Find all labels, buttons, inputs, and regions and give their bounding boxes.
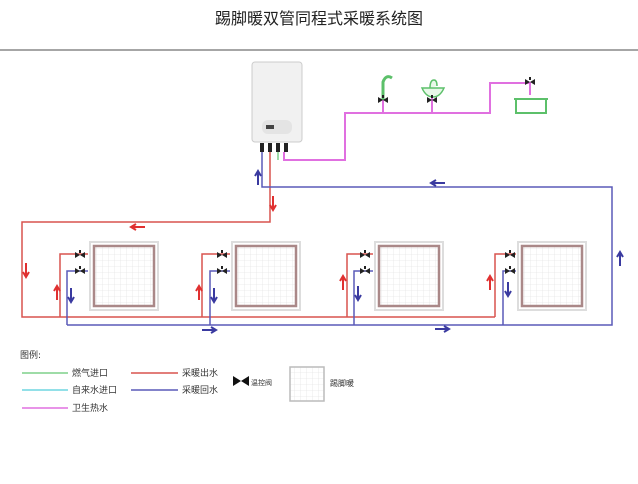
- legend: 图例: 燃气进口 自来水进口 卫生热水 采暖出水 采暖回水 温控阀 踢脚暖: [20, 349, 354, 414]
- legend-baseboard-heater: 踢脚暖: [330, 378, 354, 388]
- legend-heating-supply: 采暖出水: [182, 367, 218, 379]
- thermostatic-valve-icon: [233, 376, 249, 386]
- radiator-3: [346, 240, 445, 325]
- heating-return-main: [67, 152, 613, 326]
- heating-supply-main: [21, 152, 495, 318]
- legend-cold-water-inlet: 自来水进口: [72, 384, 117, 396]
- legend-heating-return: 采暖回水: [182, 384, 218, 396]
- bathtub-icon: [514, 98, 548, 114]
- domestic-hot-water-pipe: [283, 82, 531, 161]
- legend-thermostatic-valve: 温控阀: [251, 378, 272, 387]
- legend-gas-inlet: 燃气进口: [72, 367, 108, 379]
- baseboard-heater-icon: [289, 366, 325, 402]
- radiator-1: [59, 240, 160, 325]
- flow-arrows: [22, 169, 624, 334]
- sink-icon: [420, 79, 446, 98]
- shower-faucet-icon: [381, 75, 393, 100]
- diagram-title: 踢脚暖双管同程式采暖系统图: [215, 9, 423, 28]
- radiator-4: [494, 240, 588, 325]
- boiler: [251, 61, 303, 152]
- legend-heading: 图例:: [20, 349, 41, 361]
- legend-domestic-hot-water: 卫生热水: [72, 402, 108, 414]
- radiator-2: [201, 240, 302, 325]
